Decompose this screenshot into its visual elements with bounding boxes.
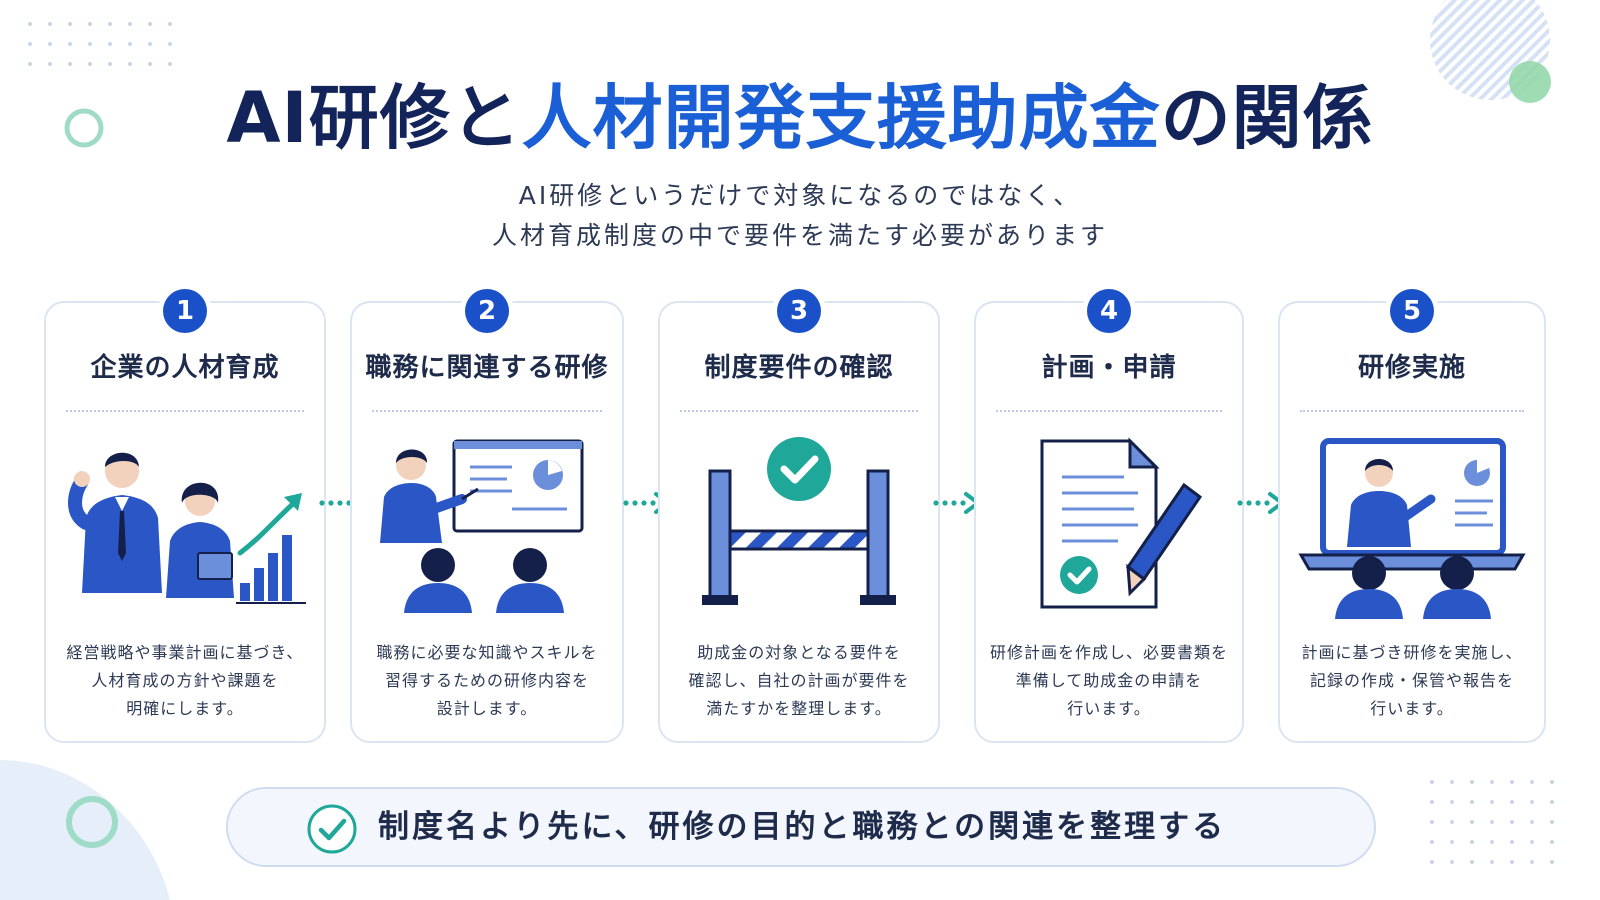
step-desc-line: 助成金の対象となる要件を [697, 643, 901, 662]
step-desc-line: 計画に基づき研修を実施し、 [1301, 643, 1523, 662]
step-desc-line: 明確にします。 [126, 699, 244, 718]
dotted-divider [680, 410, 918, 412]
document-pen-check-icon [1040, 437, 1203, 609]
presentation-training-icon [380, 439, 584, 613]
requirement-gate-check-icon [702, 437, 896, 605]
step-desc-line: 行います。 [1370, 699, 1454, 718]
check-circle-icon [307, 804, 357, 854]
step-description: 研修計画を作成し、必要書類を 準備して助成金の申請を 行います。 [986, 639, 1232, 723]
dotted-divider [372, 410, 602, 412]
title-part1: AI研修と [226, 77, 522, 159]
page-title: AI研修と人材開発支援助成金の関係 [0, 62, 1600, 163]
step-number-badge: 4 [1087, 289, 1131, 333]
step-description: 職務に必要な知識やスキルを 習得するための研修内容を 設計します。 [362, 639, 612, 723]
business-people-growth-chart-icon [68, 452, 306, 604]
dotted-divider [996, 410, 1222, 412]
decorative-dot-grid-bottom-right [1430, 780, 1580, 880]
step-description: 計画に基づき研修を実施し、 記録の作成・保管や報告を 行います。 [1290, 639, 1534, 723]
title-part2: の関係 [1160, 77, 1374, 159]
step-desc-line: 準備して助成金の申請を [1015, 671, 1203, 690]
step-card-3: 3 制度要件の確認 助成金の対象となる要件を 確認し、自社の計画が要件を 満たす… [658, 289, 940, 743]
decorative-corner-shape-icon [0, 760, 170, 900]
step-title: 制度要件の確認 [704, 353, 894, 383]
step-desc-line: 職務に必要な知識やスキルを [376, 643, 598, 662]
step-card-2: 2 職務に関連する研修 職務に必要な知識やスキルを 習得するための研修内容を 設… [350, 289, 624, 743]
step-title: 企業の人材育成 [90, 353, 280, 383]
step-desc-line: 人材育成の方針や課題を [91, 671, 279, 690]
subtitle: AI研修というだけで対象になるのではなく、 人材育成制度の中で要件を満たす必要が… [0, 176, 1600, 256]
key-point-text: 制度名より先に、研修の目的と職務との関連を整理する [378, 809, 1227, 845]
step-desc-line: 行います。 [1067, 699, 1151, 718]
step-card-5: 5 研修実施 計画に基づき研修を実施し、 記録の作成・保管や報告を 行います。 [1278, 289, 1546, 743]
dotted-divider [66, 410, 304, 412]
step-desc-line: 確認し、自社の計画が要件を [688, 671, 910, 690]
step-desc-line: 記録の作成・保管や報告を [1309, 671, 1514, 690]
dotted-divider [1300, 410, 1524, 412]
step-desc-line: 習得するための研修内容を [384, 671, 589, 690]
step-desc-line: 設計します。 [436, 699, 538, 718]
online-training-laptop-icon [1298, 438, 1526, 619]
step-desc-line: 満たすかを整理します。 [706, 699, 892, 718]
subtitle-line2: 人材育成制度の中で要件を満たす必要があります [491, 221, 1108, 250]
decorative-dot-grid-top-left [28, 22, 188, 82]
step-desc-line: 研修計画を作成し、必要書類を [989, 643, 1228, 662]
decorative-ring-icon [64, 108, 104, 148]
step-description: 経営戦略や事業計画に基づき、 人材育成の方針や課題を 明確にします。 [56, 639, 314, 723]
title-highlight: 人材開発支援助成金 [521, 77, 1161, 159]
step-number-badge: 3 [777, 289, 821, 333]
step-card-1: 1 企業の人材育成 経営戦略や事業計画に基づき、 人材育成の方針や課題を 明確に… [44, 289, 326, 743]
step-title: 研修実施 [1357, 353, 1466, 383]
step-title: 計画・申請 [1041, 353, 1177, 383]
step-title: 職務に関連する研修 [365, 353, 609, 383]
step-number-badge: 1 [163, 289, 207, 333]
step-card-4: 4 計画・申請 研修計画を作成し、必要書類を 準備して助成金の申請を 行います。 [974, 289, 1244, 743]
step-number-badge: 5 [1390, 289, 1434, 333]
key-point-banner: 制度名より先に、研修の目的と職務との関連を整理する [226, 787, 1376, 867]
decorative-striped-circle-icon [1430, 0, 1551, 103]
subtitle-line1: AI研修というだけで対象になるのではなく、 [518, 181, 1082, 210]
step-description: 助成金の対象となる要件を 確認し、自社の計画が要件を 満たすかを整理します。 [670, 639, 928, 723]
step-number-badge: 2 [465, 289, 509, 333]
step-desc-line: 経営戦略や事業計画に基づき、 [66, 643, 304, 662]
